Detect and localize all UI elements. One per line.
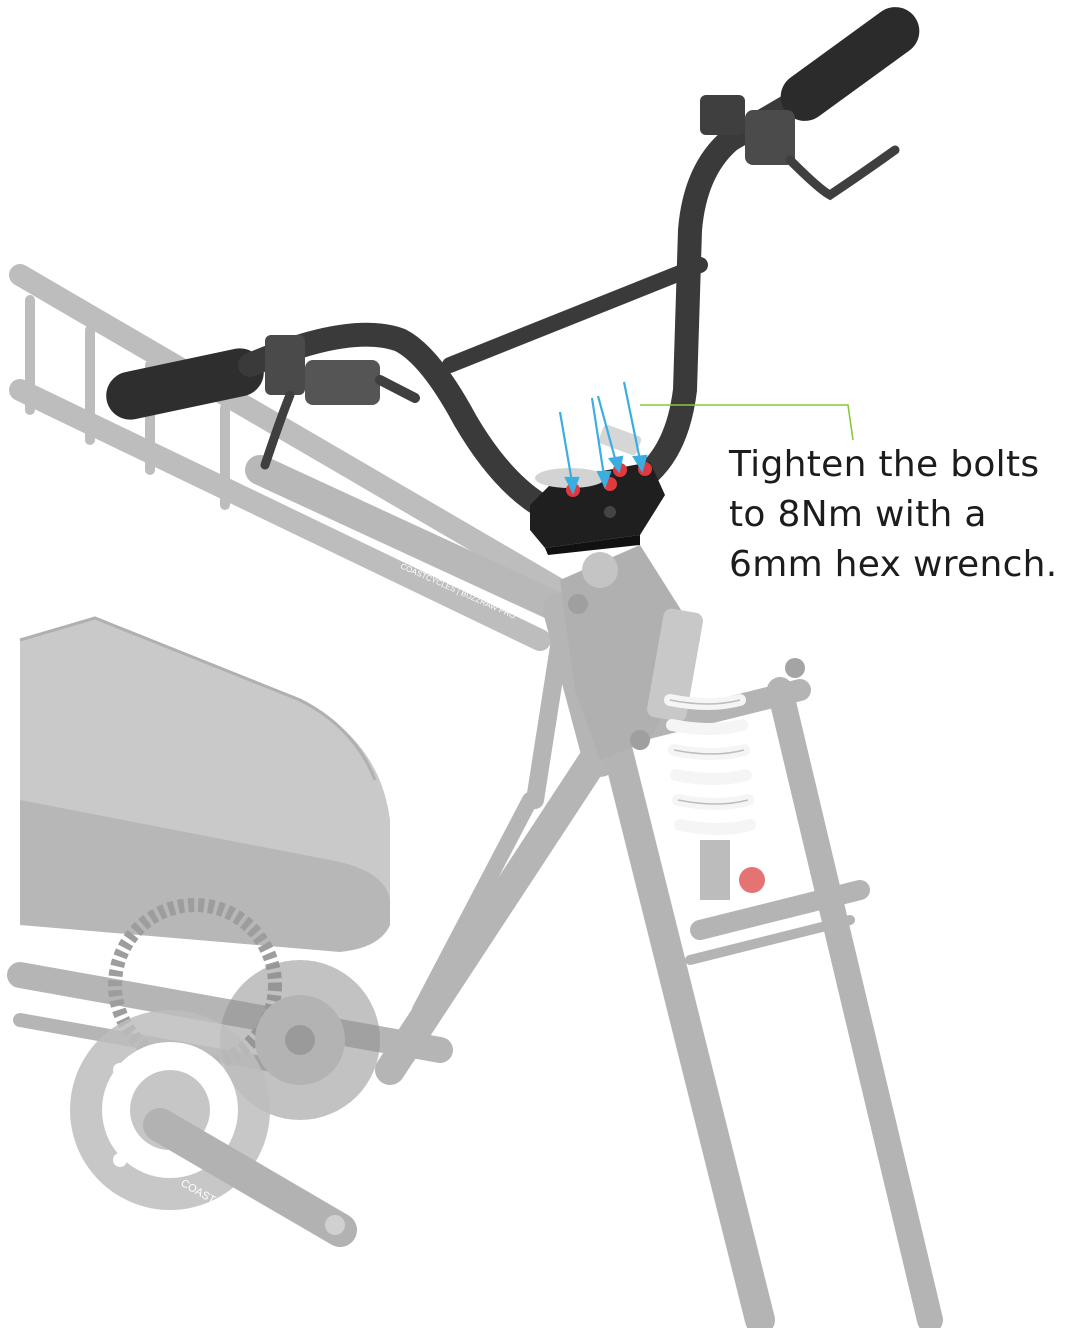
instruction-line-3: 6mm hex wrench. bbox=[729, 544, 1058, 585]
rebound-knob bbox=[739, 867, 765, 893]
rear-shock bbox=[647, 608, 765, 900]
instruction-line-1: Tighten the bolts bbox=[729, 444, 1040, 485]
rear-frame-rails bbox=[9, 264, 571, 651]
left-grip bbox=[106, 348, 264, 420]
torque-arrows bbox=[558, 381, 648, 495]
battery-pack bbox=[19, 616, 390, 952]
front-fork bbox=[595, 677, 943, 1333]
instruction-line-2: to 8Nm with a bbox=[729, 494, 987, 535]
right-brake-lever bbox=[700, 95, 900, 201]
right-grip bbox=[780, 7, 920, 121]
handlebar bbox=[106, 7, 920, 517]
left-brake-lever bbox=[260, 335, 420, 470]
torque-instruction: Tighten the bolts to 8Nm with a 6mm hex … bbox=[729, 440, 1058, 590]
callout-leader-line bbox=[640, 404, 854, 441]
stem bbox=[530, 424, 665, 555]
